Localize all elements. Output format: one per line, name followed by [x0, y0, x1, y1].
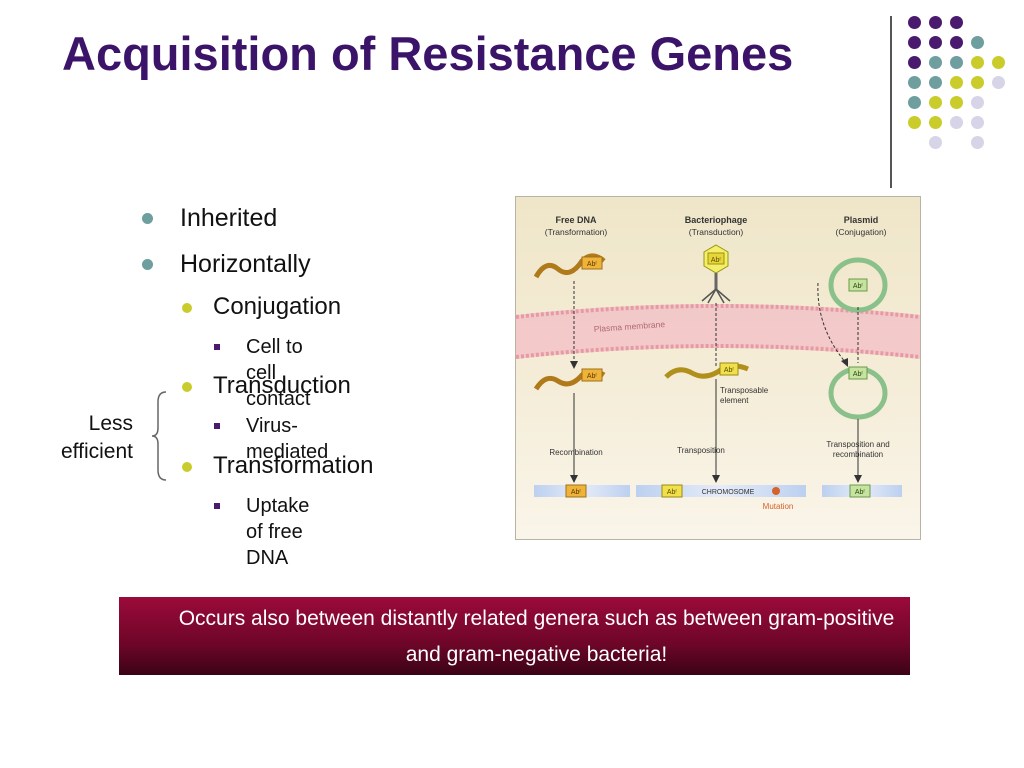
slide-title: Acquisition of Resistance Genes [62, 27, 794, 80]
svg-text:(Transformation): (Transformation) [545, 227, 608, 237]
decorative-dot-grid [908, 16, 1008, 166]
bullet-square [214, 503, 220, 509]
svg-text:Transposition: Transposition [677, 446, 725, 455]
bullet-uptake: Uptake of free DNA [246, 495, 310, 569]
svg-text:element: element [720, 396, 749, 405]
svg-text:(Transduction): (Transduction) [689, 227, 744, 237]
svg-text:Abʳ: Abʳ [853, 371, 864, 378]
bullet-dot [182, 462, 192, 472]
svg-text:Plasmid: Plasmid [844, 215, 879, 225]
svg-text:Mutation: Mutation [763, 502, 794, 511]
bullet-virus-mediated: Virus-mediated [246, 415, 329, 463]
svg-text:(Conjugation): (Conjugation) [835, 227, 886, 237]
svg-text:Abʳ: Abʳ [667, 489, 678, 496]
svg-text:Abʳ: Abʳ [711, 257, 722, 264]
svg-text:Abʳ: Abʳ [587, 373, 598, 380]
svg-text:Transposition and: Transposition and [826, 440, 889, 449]
svg-text:Abʳ: Abʳ [853, 283, 864, 290]
banner-text: Occurs also between distantly related ge… [178, 607, 895, 666]
svg-text:Abʳ: Abʳ [724, 367, 735, 374]
svg-text:Abʳ: Abʳ [855, 489, 866, 496]
svg-text:Abʳ: Abʳ [571, 489, 582, 496]
title-divider [890, 16, 892, 188]
svg-text:CHROMOSOME: CHROMOSOME [702, 489, 755, 496]
resistance-transfer-diagram: Plasma membrane Free DNA (Transformation… [515, 196, 921, 540]
less-efficient-label: Less efficient [61, 412, 133, 463]
svg-text:Abʳ: Abʳ [587, 261, 598, 268]
curly-brace [151, 391, 167, 481]
bullet-square [214, 423, 220, 429]
bullet-horizontally: Horizontally [180, 250, 311, 278]
svg-text:Transposable: Transposable [720, 386, 769, 395]
svg-text:recombination: recombination [833, 450, 883, 459]
bullet-dot [142, 259, 153, 270]
bullet-transduction: Transduction [213, 372, 351, 399]
bullet-inherited: Inherited [180, 204, 278, 232]
bullet-transformation: Transformation [213, 452, 374, 479]
svg-text:Recombination: Recombination [549, 448, 602, 457]
membrane-label: Plasma membrane [593, 319, 665, 334]
svg-text:Free DNA: Free DNA [555, 215, 597, 225]
highlight-banner: Occurs also between distantly related ge… [119, 597, 910, 675]
bullet-conjugation: Conjugation [213, 293, 342, 320]
bullet-square [214, 344, 220, 350]
bullet-dot [182, 303, 192, 313]
bullet-dot [142, 213, 153, 224]
bullet-dot [182, 382, 192, 392]
bullet-cell-contact: Cell to cell contact [246, 336, 311, 410]
svg-text:Bacteriophage: Bacteriophage [685, 215, 748, 225]
